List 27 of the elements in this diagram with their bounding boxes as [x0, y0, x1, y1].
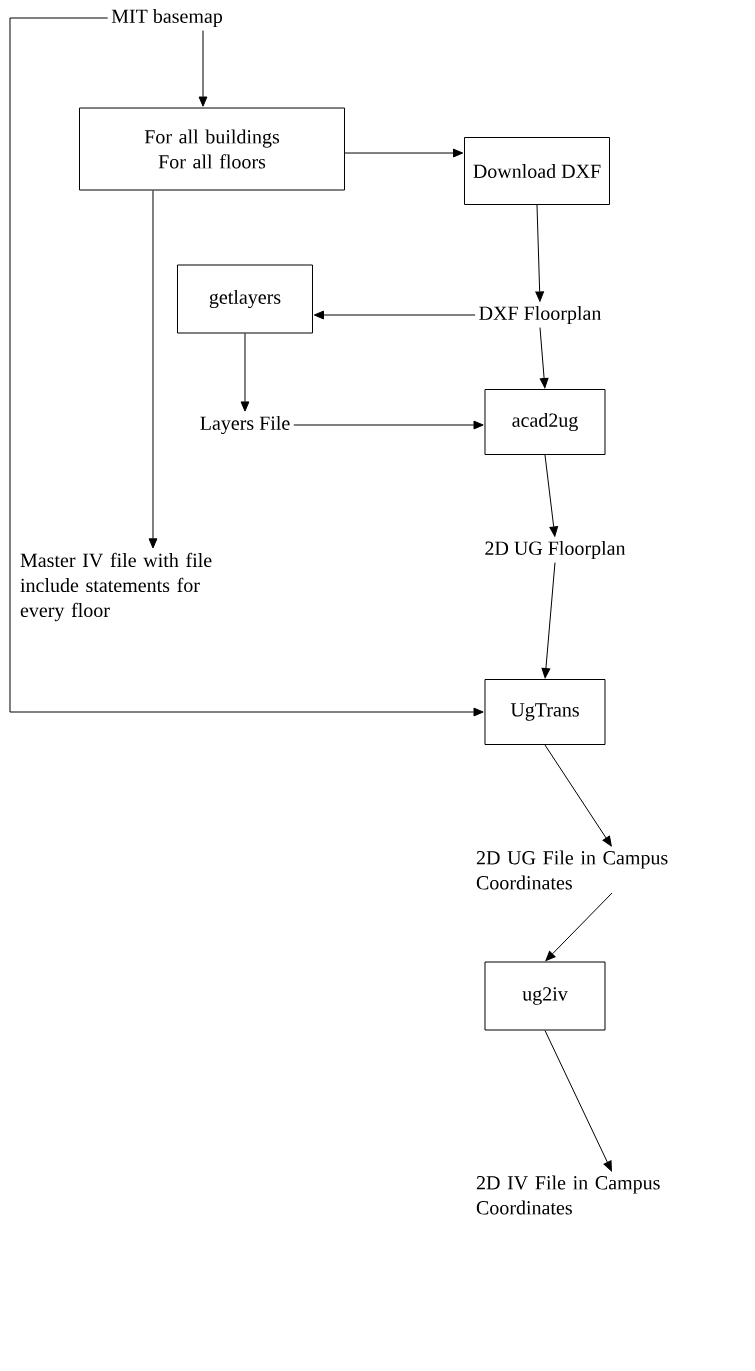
arrow [544, 1030, 612, 1172]
process-box: acad2ug [484, 389, 606, 455]
process-box: getlayers [177, 264, 313, 334]
arrow [544, 744, 612, 847]
flow-text: Master IV file with file include statements for every floor [20, 552, 212, 622]
arrow [313, 310, 476, 320]
arrow [544, 454, 559, 537]
arrow [539, 327, 549, 389]
arrow [293, 420, 484, 430]
process-box: For all buildings For all floors [79, 107, 345, 191]
arrow [541, 562, 556, 679]
arrow [148, 190, 158, 549]
flow-text: 2D UG File in Campus Coordinates [476, 850, 668, 890]
process-box: UgTrans [484, 679, 606, 745]
arrow [198, 30, 208, 107]
flow-text: 2D IV File in Campus Coordinates [476, 1175, 660, 1215]
process-box: Download DXF [464, 137, 610, 205]
arrow [535, 204, 545, 302]
arrow [344, 148, 464, 158]
arrow [9, 17, 484, 717]
flow-text: Layers File [200, 415, 290, 435]
arrow [545, 892, 613, 962]
flow-text: DXF Floorplan [479, 305, 602, 325]
flow-text: 2D UG Floorplan [485, 540, 626, 560]
arrow [240, 333, 250, 412]
process-box: ug2iv [484, 961, 606, 1031]
flow-text: MIT basemap [111, 8, 223, 28]
